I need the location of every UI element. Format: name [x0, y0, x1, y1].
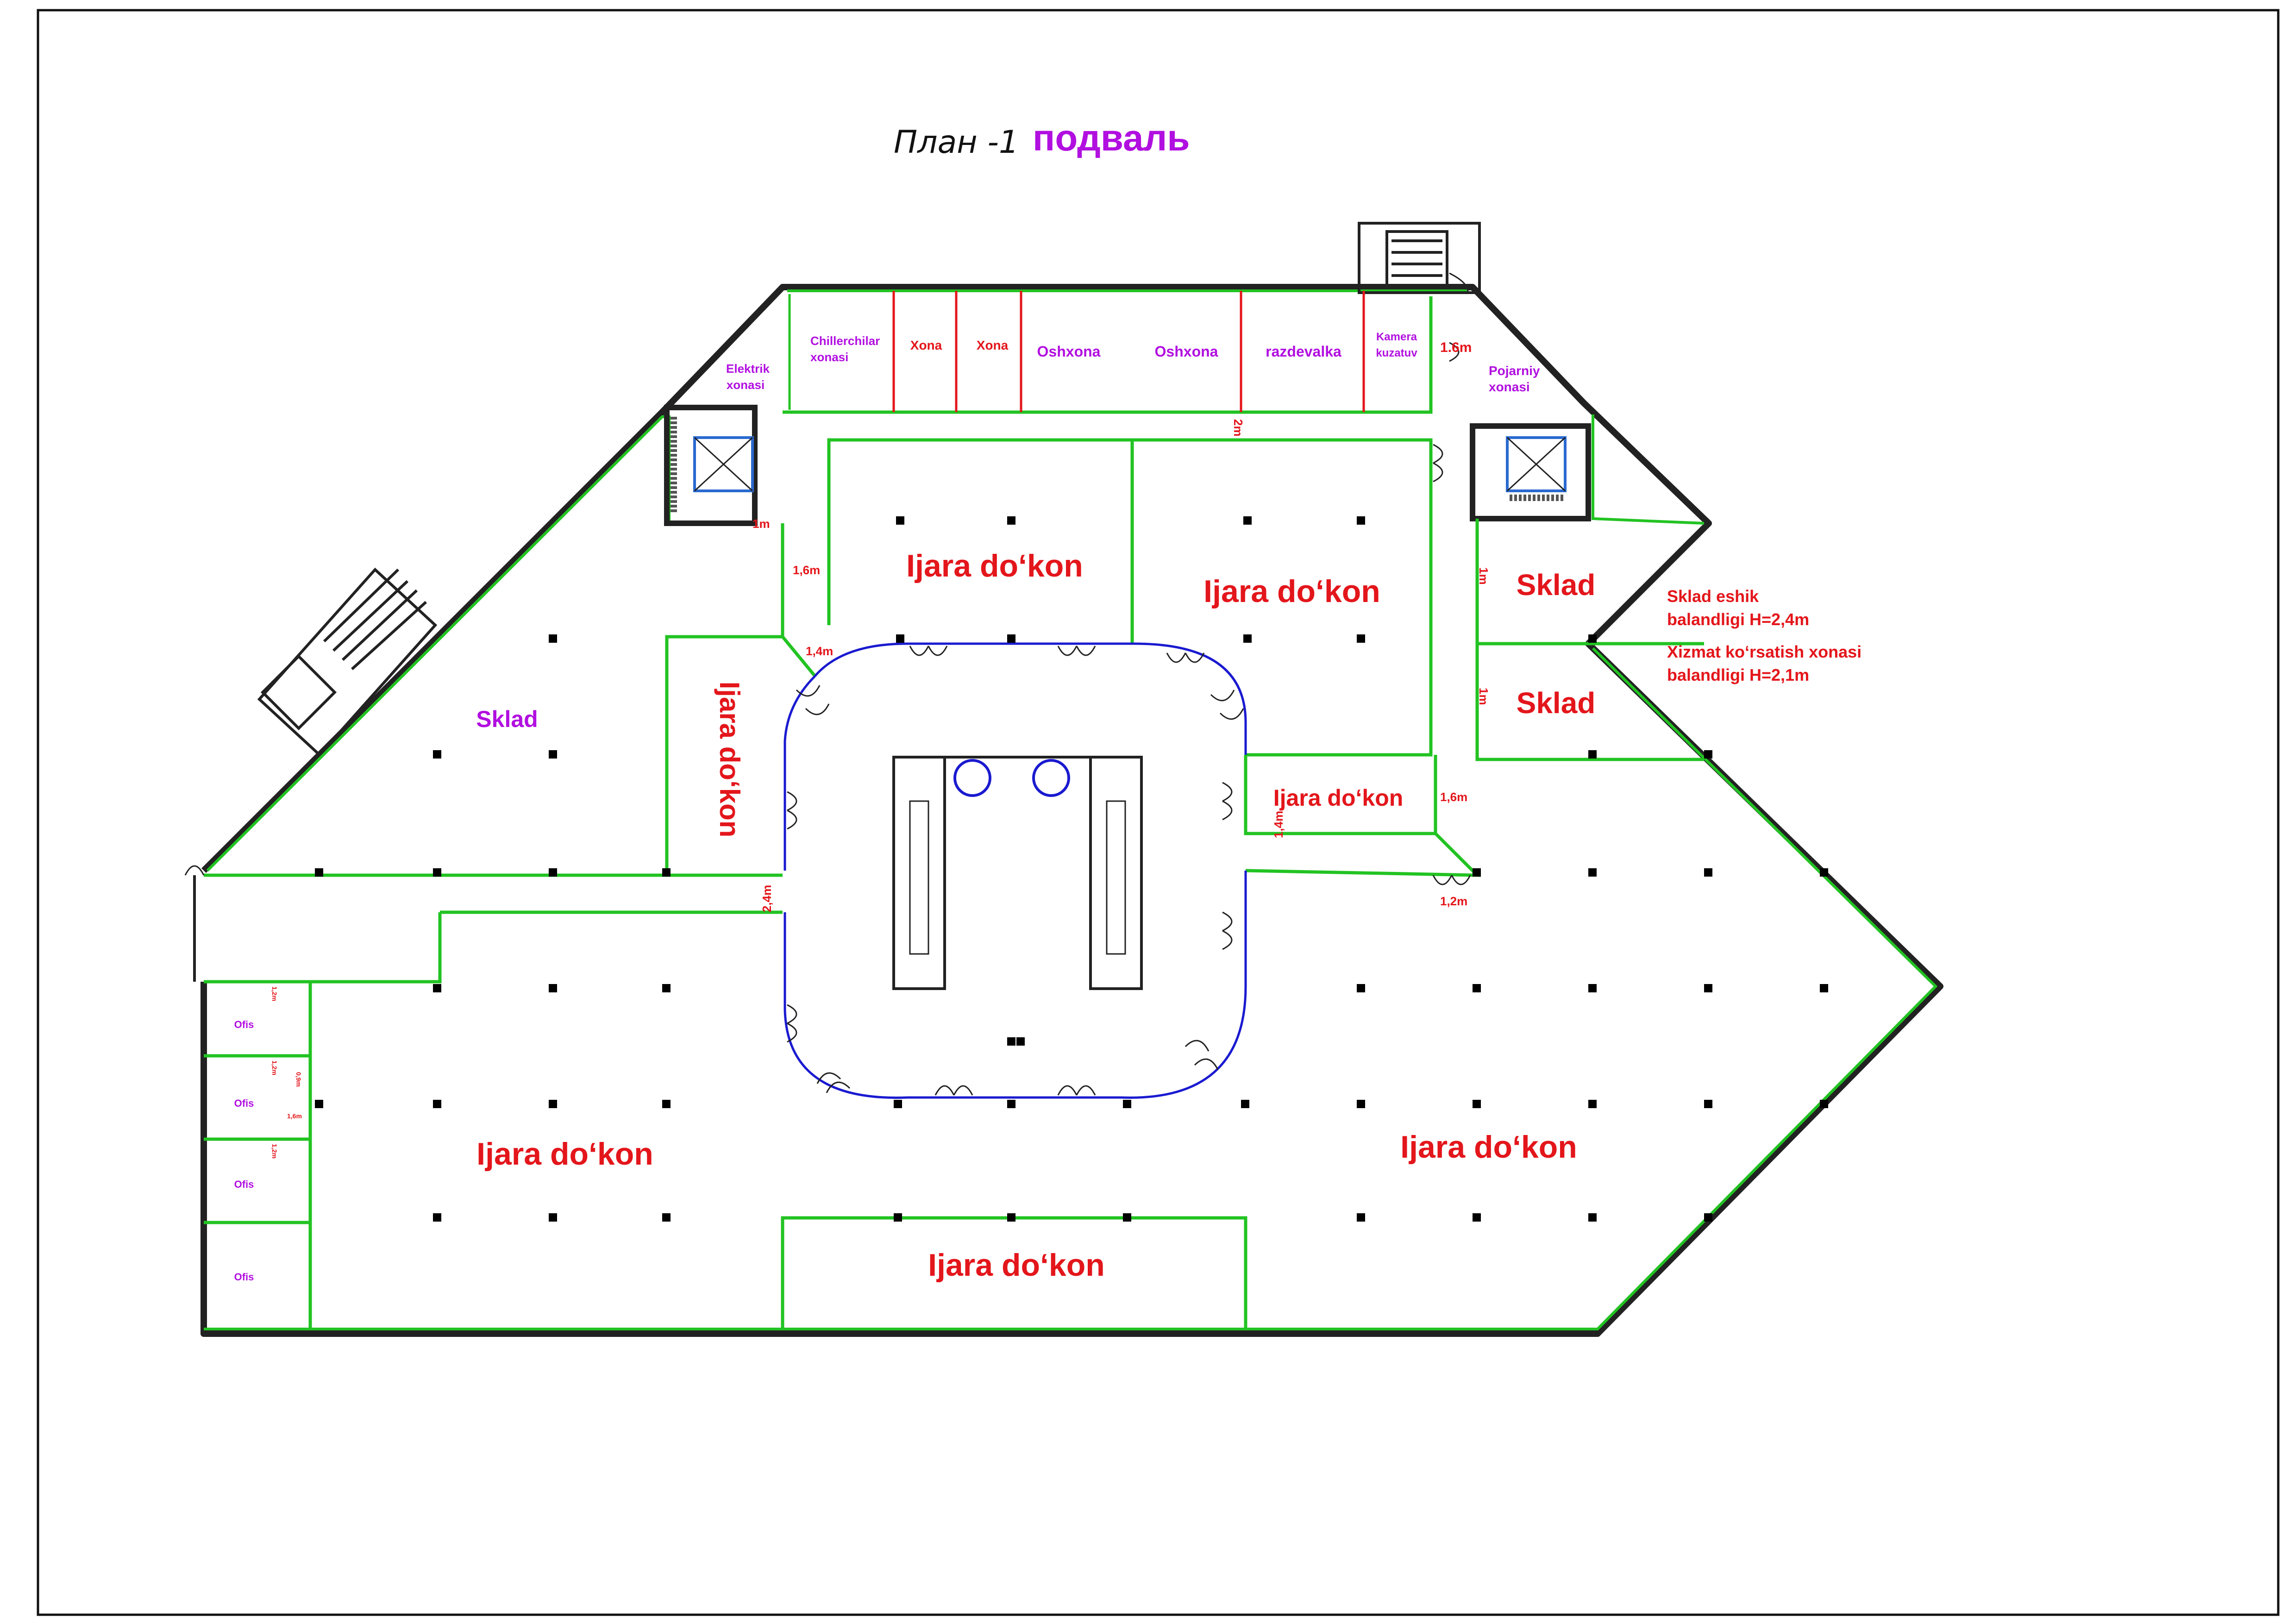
stair-tower-ne	[1358, 222, 1481, 294]
dim-1-4m-right: 1,4m	[1272, 811, 1285, 838]
room-ijara-bottom-left: Ijara do‘kon	[476, 1136, 653, 1172]
room-kamera-l1: Kamera	[1376, 331, 1417, 343]
core-right	[1470, 423, 1591, 521]
room-ijara-vertical: Ijara do‘kon	[714, 682, 745, 838]
escalators	[892, 756, 1143, 990]
room-pojarniy-l1: Pojarniy	[1489, 364, 1540, 378]
room-labels: Elektrik xonasi Chillerchilar xonasi Xon…	[234, 331, 1596, 1283]
dim-1-6m-right: 1,6m	[1440, 790, 1467, 804]
room-ofis-1: Ofis	[234, 1019, 254, 1030]
plan-title: План -1	[894, 124, 1019, 161]
dim-1m-left: 1m	[752, 517, 770, 531]
room-ofis-3: Ofis	[234, 1179, 254, 1190]
dimension-labels: 1.6m 2m 1m 1,6m 1,4m 2,4m 1m 1m 1,6m 1,4…	[271, 340, 1491, 1159]
outer-walls	[193, 284, 1943, 1337]
stair-tower-nw	[257, 567, 438, 757]
room-ijara-top-left: Ijara do‘kon	[906, 548, 1083, 583]
room-razdevalka: razdevalka	[1266, 343, 1341, 360]
room-sklad-right-1: Sklad	[1517, 568, 1596, 602]
room-ofis-2: Ofis	[234, 1097, 254, 1109]
dim-2-4m: 2,4m	[760, 885, 774, 912]
dim-ofis-2: 1,2m	[271, 1060, 278, 1075]
dim-ofis-5: 1,6m	[287, 1112, 302, 1120]
level-title: подваль	[1033, 117, 1190, 158]
atrium-outline	[783, 642, 1247, 1099]
room-oshxona-1: Oshxona	[1037, 343, 1101, 360]
note-service-l1: Xizmat ko‘rsatish xonasi	[1667, 642, 1862, 661]
structural-columns	[315, 516, 1828, 1222]
dim-2m: 2m	[1231, 419, 1245, 437]
dim-1-6m-top: 1.6m	[1440, 340, 1472, 355]
room-ijara-bottom-right: Ijara do‘kon	[1400, 1129, 1577, 1165]
room-xona-2: Xona	[977, 338, 1009, 352]
room-kamera-l2: kuzatuv	[1376, 347, 1417, 359]
room-ijara-small-right: Ijara do‘kon	[1273, 785, 1404, 811]
dim-ofis-3: 1,2m	[271, 1144, 278, 1159]
dim-1-2m: 1,2m	[1440, 894, 1467, 908]
room-xona-1: Xona	[910, 338, 942, 352]
outer-lining	[204, 289, 1938, 1330]
note-sklad-door-l1: Sklad eshik	[1667, 587, 1759, 606]
room-elektrik-l2: xonasi	[727, 378, 765, 392]
service-dividers	[892, 291, 1365, 412]
notes: Sklad eshik balandligi H=2,4m Xizmat ko‘…	[1667, 587, 1862, 684]
sheet-frame	[37, 9, 2280, 1616]
room-pojarniy-l2: xonasi	[1489, 380, 1530, 394]
room-sklad-right-2: Sklad	[1517, 686, 1596, 720]
dim-1m-right-a: 1m	[1477, 567, 1491, 585]
note-sklad-door-l2: balandligi H=2,4m	[1667, 610, 1809, 629]
room-chiller-l1: Chillerchilar	[810, 334, 880, 348]
room-sklad-left: Sklad	[476, 706, 538, 732]
room-chiller-l2: xonasi	[810, 350, 848, 364]
partitions	[204, 296, 1704, 1329]
room-ofis-4: Ofis	[234, 1271, 254, 1283]
dim-ofis-4: 0,9m	[295, 1072, 302, 1087]
dim-ofis-1: 1,2m	[271, 986, 278, 1001]
room-ijara-top-right: Ijara do‘kon	[1203, 574, 1380, 609]
dim-1m-right-b: 1m	[1477, 688, 1491, 705]
core-left	[664, 405, 758, 526]
dim-1-6m-left: 1,6m	[793, 563, 820, 577]
room-ijara-bottom-center: Ijara do‘kon	[928, 1248, 1105, 1283]
room-elektrik-l1: Elektrik	[726, 362, 770, 376]
door-swings	[184, 272, 1471, 1096]
room-oshxona-2: Oshxona	[1155, 343, 1218, 360]
dim-1-4m-left: 1,4m	[806, 644, 833, 658]
note-service-l2: balandligi H=2,1m	[1667, 665, 1809, 684]
